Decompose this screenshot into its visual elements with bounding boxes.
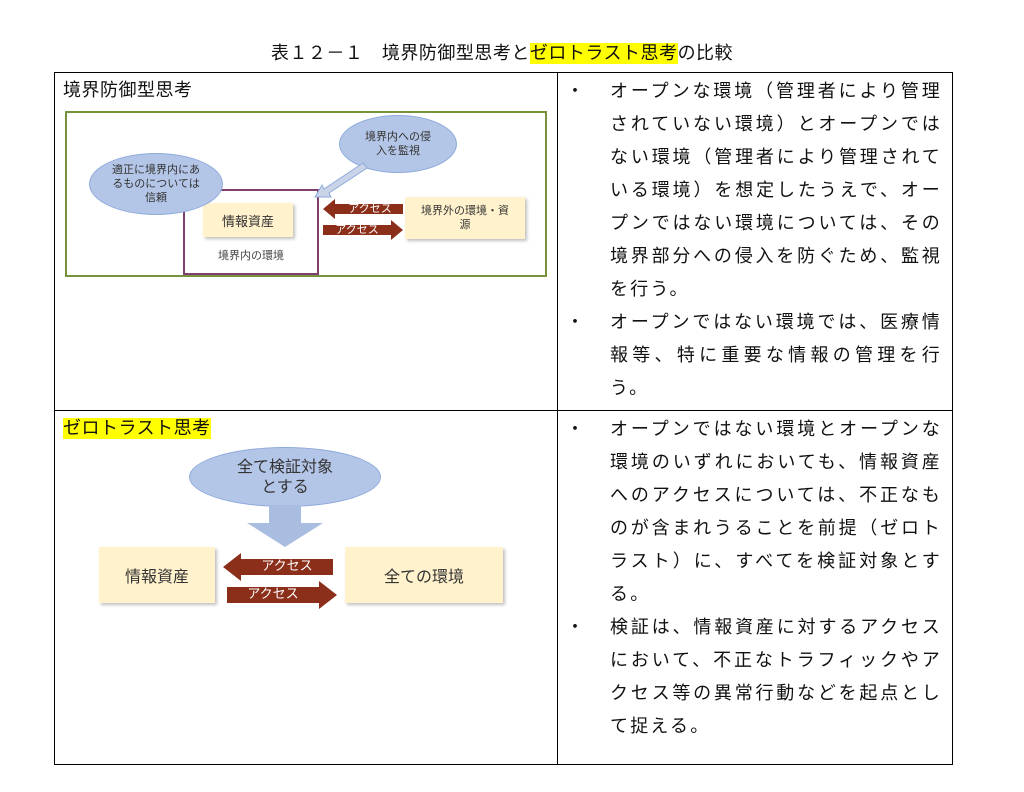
zerotrust-arrow-in-label: アクセス xyxy=(261,559,313,574)
inner-environment-label: 境界内の環境 xyxy=(218,249,284,262)
zerotrust-title-wrap: ゼロトラスト思考 xyxy=(63,417,557,441)
bullet-marker: ・ xyxy=(566,419,587,440)
trusted-ellipse: 適正に境界内にあるものについては信頼 xyxy=(89,153,223,215)
perimeter-arrows xyxy=(314,162,403,240)
zerotrust-bullet-2-text: 検証は、情報資産に対するアクセスにおいて、不正なトラフィックやアクセス等の異常行… xyxy=(610,617,942,737)
verify-ellipse: 全て検証対象とする xyxy=(189,447,381,507)
perimeter-asset-box: 情報資産 xyxy=(203,203,293,237)
perimeter-bullet-2-text: オープンではない環境では、医療情報等、特に重要な情報の管理を行う。 xyxy=(610,312,942,399)
table-caption: 表１２－１ 境界防御型思考とゼロトラスト思考の比較 xyxy=(54,42,950,66)
caption-highlight: ゼロトラスト思考 xyxy=(529,43,678,64)
zerotrust-row: ゼロトラスト思考 全て検証対象とする 情報資産 全ての環境 アクセス アクセス … xyxy=(54,410,953,765)
perimeter-bullet-2: ・ オープンではない環境では、医療情報等、特に重要な情報の管理を行う。 xyxy=(558,306,942,405)
outside-environment-box: 境界外の環境・資源 xyxy=(405,197,525,239)
zerotrust-title: ゼロトラスト思考 xyxy=(63,418,211,439)
perimeter-bullet-1: ・ オープンな環境（管理者により管理されていない環境）とオープンではない環境（管理… xyxy=(558,75,942,306)
perimeter-arrow-in-label: アクセス xyxy=(348,202,392,215)
zerotrust-bullets: ・ オープンではない環境とオープンな環境のいずれにおいても、情報資産へのアクセスに… xyxy=(558,411,952,743)
perimeter-arrow-in xyxy=(323,199,403,219)
zerotrust-arrows xyxy=(223,505,337,609)
inner-environment-frame xyxy=(183,189,319,275)
zerotrust-diagram-cell: ゼロトラスト思考 全て検証対象とする 情報資産 全ての環境 アクセス アクセス xyxy=(54,410,558,765)
zerotrust-bullet-1-text: オープンではない環境とオープンな環境のいずれにおいても、情報資産へのアクセスにつ… xyxy=(610,419,942,605)
perimeter-title: 境界防御型思考 xyxy=(63,80,193,101)
bullet-marker: ・ xyxy=(566,617,587,638)
caption-prefix: 表１２－１ 境界防御型思考と xyxy=(270,43,530,64)
perimeter-text-cell: ・ オープンな環境（管理者により管理されていない環境）とオープンではない環境（管理… xyxy=(557,72,953,411)
zerotrust-arrow-in xyxy=(223,553,333,581)
perimeter-diagram: 情報資産 境界内の環境 適正に境界内にあるものについては信頼 境界内への侵入を監… xyxy=(65,111,547,277)
monitor-ellipse: 境界内への侵入を監視 xyxy=(339,115,457,173)
verify-down-arrow xyxy=(247,505,323,547)
perimeter-bullets: ・ オープンな環境（管理者により管理されていない環境）とオープンではない環境（管理… xyxy=(558,73,952,405)
perimeter-arrow-out-label: アクセス xyxy=(335,223,379,236)
comparison-table: 境界防御型思考 情報資産 境界内の環境 適正に境界内にあるものについては信頼 境… xyxy=(54,72,953,765)
all-environments-box: 全ての環境 xyxy=(345,547,503,603)
bullet-marker: ・ xyxy=(566,312,587,333)
perimeter-row: 境界防御型思考 情報資産 境界内の環境 適正に境界内にあるものについては信頼 境… xyxy=(54,72,953,411)
zerotrust-bullet-2: ・ 検証は、情報資産に対するアクセスにおいて、不正なトラフィックやアクセス等の異常… xyxy=(558,611,942,743)
zerotrust-arrow-out xyxy=(227,581,337,609)
perimeter-bullet-1-text: オープンな環境（管理者により管理されていない環境）とオープンではない環境（管理者… xyxy=(610,81,942,300)
zerotrust-text-cell: ・ オープンではない環境とオープンな環境のいずれにおいても、情報資産へのアクセスに… xyxy=(557,410,953,765)
perimeter-diagram-cell: 境界防御型思考 情報資産 境界内の環境 適正に境界内にあるものについては信頼 境… xyxy=(54,72,558,411)
zerotrust-arrow-out-label: アクセス xyxy=(247,587,299,602)
zerotrust-diagram: 全て検証対象とする 情報資産 全ての環境 アクセス アクセス xyxy=(55,447,557,647)
zerotrust-asset-box: 情報資産 xyxy=(99,547,215,603)
bullet-marker: ・ xyxy=(566,81,587,102)
caption-suffix: の比較 xyxy=(677,43,734,64)
perimeter-arrow-out xyxy=(323,220,403,240)
monitor-pointer-arrow xyxy=(314,162,368,198)
zerotrust-bullet-1: ・ オープンではない環境とオープンな環境のいずれにおいても、情報資産へのアクセスに… xyxy=(558,413,942,611)
